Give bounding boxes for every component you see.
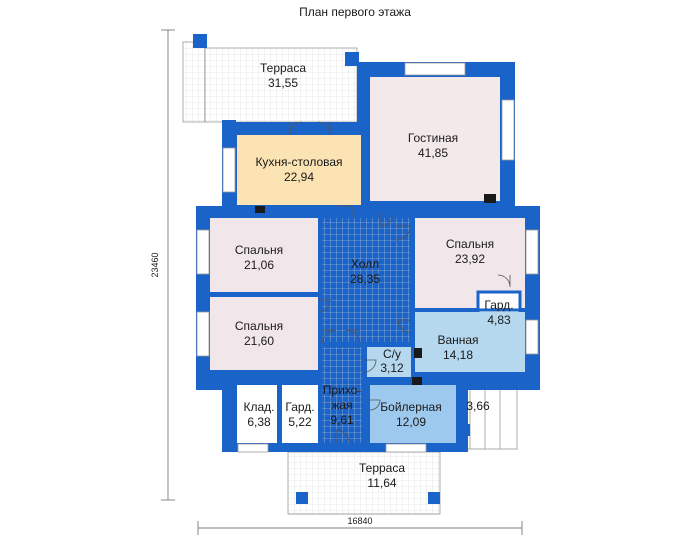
storage-floor [237, 385, 277, 443]
room-labels: Терраса 31,55 Гостиная 41,85 Кухня-столо… [235, 61, 514, 490]
plan-title: План первого этажа [299, 5, 411, 19]
boiler-floor [370, 385, 456, 443]
dimension-lines [161, 29, 523, 535]
terrace-bottom-area: 11,64 [367, 476, 396, 490]
bedroom-ne-area: 23,92 [455, 252, 485, 266]
terrace-top [182, 34, 359, 134]
wardrobe-e-name: Гард. [484, 298, 513, 312]
storage-area: 6,38 [247, 415, 271, 429]
height-dimension: 23460 [150, 252, 160, 277]
kitchen-floor [237, 135, 361, 205]
bath-area: 14,18 [443, 348, 473, 362]
entry-name-line2: жая [331, 398, 352, 412]
wardrobe-s-name: Гард. [285, 400, 314, 414]
bedroom-w-floor [210, 297, 318, 370]
boiler-name: Бойлерная [380, 400, 441, 414]
hall-name: Холл [351, 257, 379, 271]
entry-area: 9,61 [330, 413, 354, 427]
terrace-bottom [287, 451, 441, 515]
width-dimension: 16840 [347, 516, 372, 526]
wardrobe-s-floor [282, 385, 318, 443]
terrace-top-name: Терраса [260, 61, 306, 75]
windows [196, 62, 539, 453]
room-floors [210, 77, 525, 443]
partitions [210, 293, 525, 443]
wc-area: 3,12 [380, 361, 404, 375]
living-floor [370, 77, 500, 201]
living-name: Гостиная [408, 131, 458, 145]
wc-name: С/у [383, 347, 401, 361]
terrace-top-area: 31,55 [268, 76, 298, 90]
entry-floor [322, 347, 362, 443]
hall-area: 28,35 [350, 272, 380, 286]
bath-name: Ванная [437, 333, 478, 347]
bedroom-nw-area: 21,06 [244, 258, 274, 272]
kitchen-name: Кухня-столовая [255, 155, 342, 169]
boiler-area: 12,09 [396, 415, 426, 429]
wardrobe-s-area: 5,22 [288, 415, 312, 429]
living-area: 41,85 [418, 146, 448, 160]
bedroom-w-area: 21,60 [244, 334, 274, 348]
bedroom-ne-name: Спальня [446, 237, 494, 251]
bedroom-nw-name: Спальня [235, 243, 283, 257]
storage-name: Клад. [243, 400, 274, 414]
entry-name-line1: Прихо- [323, 383, 362, 397]
fixtures [255, 194, 496, 385]
wc-floor [367, 347, 411, 377]
hall-floor [322, 218, 410, 342]
bedroom-w-name: Спальня [235, 319, 283, 333]
terrace-bottom-name: Терраса [359, 461, 405, 475]
bath-floor [415, 312, 525, 372]
kitchen-area: 22,94 [284, 170, 314, 184]
porch-area: 3,66 [466, 399, 490, 413]
bedroom-nw-floor [210, 218, 318, 292]
wardrobe-e-area: 4,83 [487, 313, 511, 327]
doors [289, 121, 511, 444]
